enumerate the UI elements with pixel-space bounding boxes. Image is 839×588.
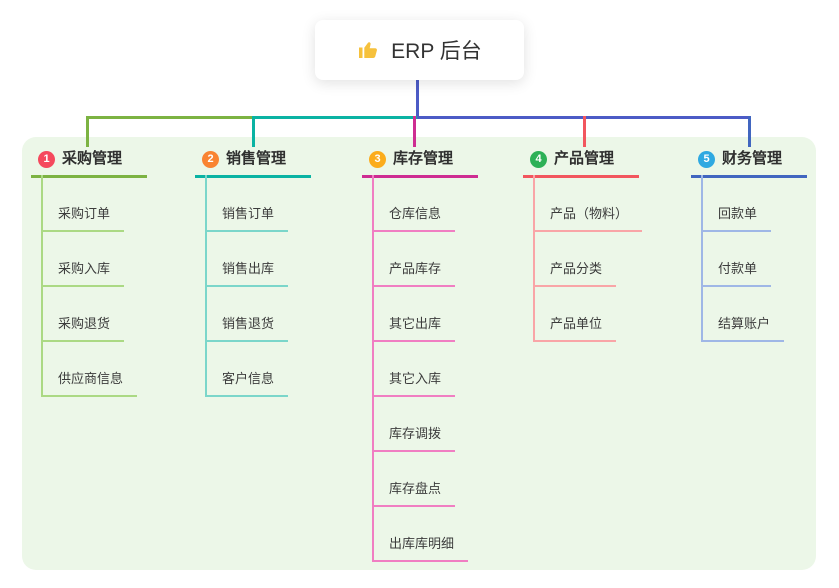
child-connector-line <box>372 175 374 562</box>
child-node[interactable]: 采购入库 <box>41 260 125 287</box>
child-node[interactable]: 销售订单 <box>205 205 289 232</box>
child-node[interactable]: 库存盘点 <box>372 480 456 507</box>
child-node[interactable]: 客户信息 <box>205 370 289 397</box>
child-node[interactable]: 其它入库 <box>372 370 456 397</box>
branch-label: 财务管理 <box>722 150 783 167</box>
branch-label: 库存管理 <box>393 150 454 167</box>
branch-node-sales[interactable]: 2 销售管理 <box>195 148 311 178</box>
branch-node-purchase[interactable]: 1 采购管理 <box>31 148 147 178</box>
child-node[interactable]: 产品单位 <box>533 315 617 342</box>
child-node[interactable]: 付款单 <box>701 260 772 287</box>
branch-node-finance[interactable]: 5 财务管理 <box>691 148 807 178</box>
child-node[interactable]: 供应商信息 <box>41 370 138 397</box>
branch-number-badge: 5 <box>698 150 715 168</box>
child-node[interactable]: 采购退货 <box>41 315 125 342</box>
child-node[interactable]: 出库库明细 <box>372 535 469 562</box>
branch-connector-drop <box>413 116 416 147</box>
branch-node-product[interactable]: 4 产品管理 <box>523 148 639 178</box>
branch-label: 销售管理 <box>226 150 287 167</box>
child-node[interactable]: 产品分类 <box>533 260 617 287</box>
child-node[interactable]: 产品（物料） <box>533 205 643 232</box>
branch-number-badge: 2 <box>202 150 219 168</box>
branch-label: 采购管理 <box>62 150 123 167</box>
connector-line <box>253 116 417 119</box>
child-node[interactable]: 回款单 <box>701 205 772 232</box>
branch-number-badge: 3 <box>369 150 386 168</box>
branch-connector-drop <box>748 116 751 147</box>
branch-number-badge: 1 <box>38 150 55 168</box>
branch-connector-drop <box>252 116 255 147</box>
branch-connector-drop <box>583 116 586 147</box>
child-node[interactable]: 产品库存 <box>372 260 456 287</box>
branch-connector-drop <box>86 116 89 147</box>
root-label: ERP 后台 <box>391 40 482 63</box>
branch-label: 产品管理 <box>554 150 615 167</box>
thumbs-up-icon <box>359 42 378 58</box>
child-node[interactable]: 库存调拨 <box>372 425 456 452</box>
branches-background-panel <box>22 137 816 570</box>
root-node[interactable]: ERP 后台 <box>315 20 524 80</box>
child-node[interactable]: 销售退货 <box>205 315 289 342</box>
child-node[interactable]: 其它出库 <box>372 315 456 342</box>
child-connector-line <box>533 175 535 342</box>
child-node[interactable]: 仓库信息 <box>372 205 456 232</box>
child-connector-line <box>701 175 703 342</box>
branch-node-inventory[interactable]: 3 库存管理 <box>362 148 478 178</box>
child-node[interactable]: 采购订单 <box>41 205 125 232</box>
root-connector-line <box>416 80 419 117</box>
branch-number-badge: 4 <box>530 150 547 168</box>
child-node[interactable]: 销售出库 <box>205 260 289 287</box>
connector-line <box>86 116 253 119</box>
child-node[interactable]: 结算账户 <box>701 315 785 342</box>
